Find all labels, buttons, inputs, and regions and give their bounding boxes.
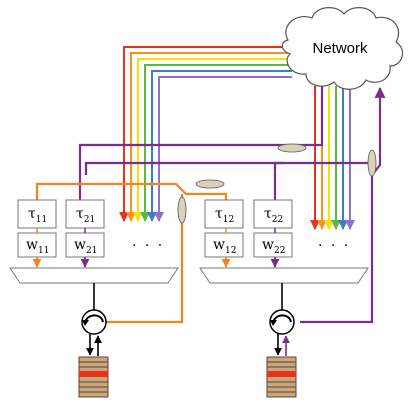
cloud-shape <box>281 7 404 90</box>
network-cloud: Network <box>281 7 404 90</box>
tau-cell-12 <box>204 199 244 229</box>
w-label-11: w11 <box>26 237 49 256</box>
stack-active-right <box>267 371 296 377</box>
ellipsis-left: . . . <box>132 234 164 250</box>
counter-right-icon-head <box>270 320 277 326</box>
w-label-22: w22 <box>262 237 285 256</box>
w-cell-12 <box>204 232 244 258</box>
connector-oval-left-vertical <box>177 196 187 224</box>
memory-stack-left <box>78 356 109 398</box>
tau-cell-22 <box>253 199 293 229</box>
connector-oval-right-top <box>277 143 307 153</box>
tau-label-22: τ22 <box>264 206 283 225</box>
rainbow-line-left-yellow <box>133 58 292 222</box>
purple-return <box>300 86 386 324</box>
w-label-21: w21 <box>74 237 97 256</box>
orange-wiring <box>35 182 228 324</box>
w-cell-22 <box>253 232 293 258</box>
rainbow-line-left-orange <box>126 52 292 222</box>
rainbow-line-left-violet <box>154 76 292 222</box>
purple-bus-upper <box>78 86 324 200</box>
ellipsis-right: . . . <box>318 234 350 250</box>
memory-stack-right <box>266 356 297 398</box>
tau-cell-21 <box>65 199 105 229</box>
counter-left-icon-head <box>82 320 89 326</box>
mux-right <box>199 267 369 284</box>
rainbow-line-left-green <box>140 64 292 222</box>
orange-return <box>105 196 184 324</box>
mux-left <box>9 267 179 284</box>
unit-right: τ12 τ22 w12 w22 . . . <box>199 199 369 398</box>
connector-oval-right-vertical <box>367 149 377 177</box>
rainbow-line-left-blue <box>147 70 292 222</box>
w-label-12: w12 <box>213 237 236 256</box>
tau-label-21: τ21 <box>76 206 95 225</box>
purple-to-right-unit <box>273 161 285 200</box>
stack-active-left <box>79 371 108 377</box>
connector-oval-center <box>195 179 225 189</box>
unit-left: τ11 τ21 w11 w21 . . . <box>9 199 179 398</box>
orange-bus <box>35 182 228 200</box>
bus-connectors <box>177 143 377 224</box>
rainbow-bundle-right <box>310 86 355 230</box>
tau-label-11: τ11 <box>28 206 47 225</box>
network-label: Network <box>312 40 368 57</box>
tau-label-12: τ12 <box>215 206 234 225</box>
